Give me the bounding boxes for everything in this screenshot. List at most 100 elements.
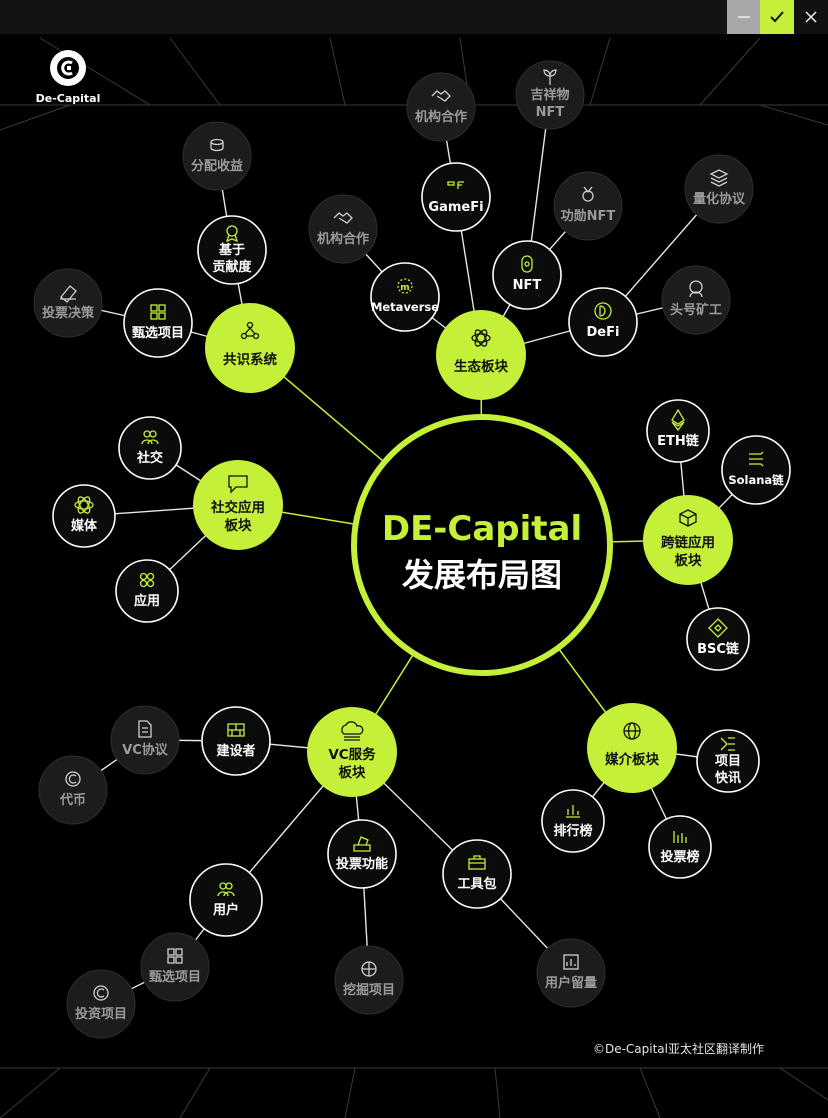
vc-select-label: 甄选项目 <box>149 969 201 985</box>
grid-line <box>0 1067 61 1118</box>
node-inst-coop-1[interactable]: 机构合作 <box>406 72 476 142</box>
node-ranking[interactable]: 排行榜 <box>541 789 605 853</box>
de-capital-logo-icon <box>50 50 86 86</box>
token-icon <box>65 771 81 787</box>
vote-icon <box>353 836 371 852</box>
node-select-projects[interactable]: 甄选项目 <box>123 288 193 358</box>
bricks-icon <box>227 723 245 737</box>
people-icon <box>141 430 159 445</box>
node-nft[interactable]: NFT <box>492 240 562 310</box>
node-inst-coop-2[interactable]: 机构合作 <box>308 194 378 264</box>
node-user-retention[interactable]: 用户留量 <box>536 938 606 1008</box>
handshake-icon <box>431 90 451 102</box>
credit-text: ©De-Capital亚太社区翻译制作 <box>592 1042 764 1056</box>
nft-label: NFT <box>513 278 542 293</box>
eth-icon <box>671 408 685 432</box>
media-label: 媒介板块 <box>605 751 659 768</box>
node-eth[interactable]: ETH链 <box>646 399 710 463</box>
node-mining-projects[interactable]: 挖掘项目 <box>334 945 404 1015</box>
svg-text:m: m <box>400 283 409 293</box>
vc-2-label: 板块 <box>339 764 366 781</box>
merit-nft-label: 功勋NFT <box>561 208 616 224</box>
solana-label: Solana链 <box>728 473 784 487</box>
node-media-node[interactable]: 媒体 <box>52 484 116 548</box>
contribution-1-label: 基于 <box>218 242 245 258</box>
minimize-button[interactable] <box>727 0 761 34</box>
bars-icon <box>566 805 580 818</box>
dividend-label: 分配收益 <box>191 158 243 174</box>
node-builder[interactable]: 建设者 <box>201 706 271 776</box>
grid-line <box>639 1067 661 1118</box>
grid-line <box>329 37 346 106</box>
mascot-nft-1-label: 吉祥物 <box>530 87 569 103</box>
node-top-miner[interactable]: 头号矿工 <box>661 265 731 335</box>
center-node: DE-Capital 发展布局图 <box>351 414 613 676</box>
node-app[interactable]: 应用 <box>115 559 179 623</box>
invest-projects-label: 投资项目 <box>75 1006 127 1022</box>
node-defi[interactable]: DeFi <box>568 287 638 357</box>
media-node-label: 媒体 <box>71 518 98 534</box>
node-merit-nft[interactable]: 功勋NFT <box>553 171 623 241</box>
social-1-label: 社交应用 <box>210 499 265 516</box>
globe-icon <box>623 722 641 740</box>
confirm-button[interactable] <box>760 0 794 34</box>
quant-protocol-label: 量化协议 <box>693 191 746 207</box>
metaverse-label: Metaverse <box>371 300 439 314</box>
node-solana[interactable]: Solana链 <box>721 435 791 505</box>
node-gamefi[interactable]: GameFi <box>421 162 491 232</box>
node-layer: 共识系统生态板块社交应用板块跨链应用板块VC服务板块媒介板块基于贡献度甄选项目分… <box>33 60 791 1039</box>
cloud-icon <box>341 721 364 741</box>
crosschain-1-label: 跨链应用 <box>661 534 715 551</box>
node-toolkit[interactable]: 工具包 <box>442 839 512 909</box>
center-title: DE-Capital <box>382 509 582 549</box>
top-miner-label: 头号矿工 <box>670 302 722 318</box>
node-social-node[interactable]: 社交 <box>118 416 182 480</box>
atom-icon <box>471 329 491 347</box>
node-vote-decision[interactable]: 投票决策 <box>33 268 103 338</box>
node-user[interactable]: 用户 <box>189 863 263 937</box>
hub-media[interactable]: 媒介板块 <box>587 703 677 793</box>
node-bsc[interactable]: BSC链 <box>686 607 750 671</box>
grid-line <box>344 1067 356 1118</box>
badge-icon <box>225 225 239 243</box>
close-button[interactable] <box>794 0 828 34</box>
bsc-icon <box>708 618 728 638</box>
node-dividend[interactable]: 分配收益 <box>182 121 252 191</box>
grid-line <box>494 1067 501 1118</box>
node-vc-protocol[interactable]: VC协议 <box>110 705 180 775</box>
chat-icon <box>228 475 248 494</box>
social-2-label: 板块 <box>225 517 252 534</box>
window-titlebar <box>0 0 828 34</box>
minus-icon <box>738 16 750 18</box>
network-icon <box>240 321 260 340</box>
hub-ecosystem[interactable]: 生态板块 <box>436 310 526 400</box>
grid-line <box>779 1067 828 1101</box>
eth-label: ETH链 <box>657 433 700 449</box>
hub-consensus[interactable]: 共识系统 <box>205 303 295 393</box>
node-quant-protocol[interactable]: 量化协议 <box>684 154 754 224</box>
user-label: 用户 <box>212 902 239 918</box>
bsc-label: BSC链 <box>697 641 740 657</box>
voting-function-label: 投票功能 <box>336 856 388 872</box>
node-vc-select[interactable]: 甄选项目 <box>140 932 210 1002</box>
people-icon <box>217 882 235 897</box>
node-voting-function[interactable]: 投票功能 <box>327 819 397 889</box>
contribution-2-label: 贡献度 <box>212 259 252 275</box>
coins-icon <box>210 138 224 152</box>
grid-line <box>589 37 611 106</box>
node-token[interactable]: 代币 <box>38 755 108 825</box>
center-subtitle: 发展布局图 <box>402 556 562 594</box>
token-icon <box>93 985 109 1001</box>
flower-icon <box>139 572 155 588</box>
sprout-icon <box>543 69 557 85</box>
node-vote-ranking[interactable]: 投票榜 <box>648 815 712 879</box>
node-invest-projects[interactable]: 投资项目 <box>66 969 136 1039</box>
